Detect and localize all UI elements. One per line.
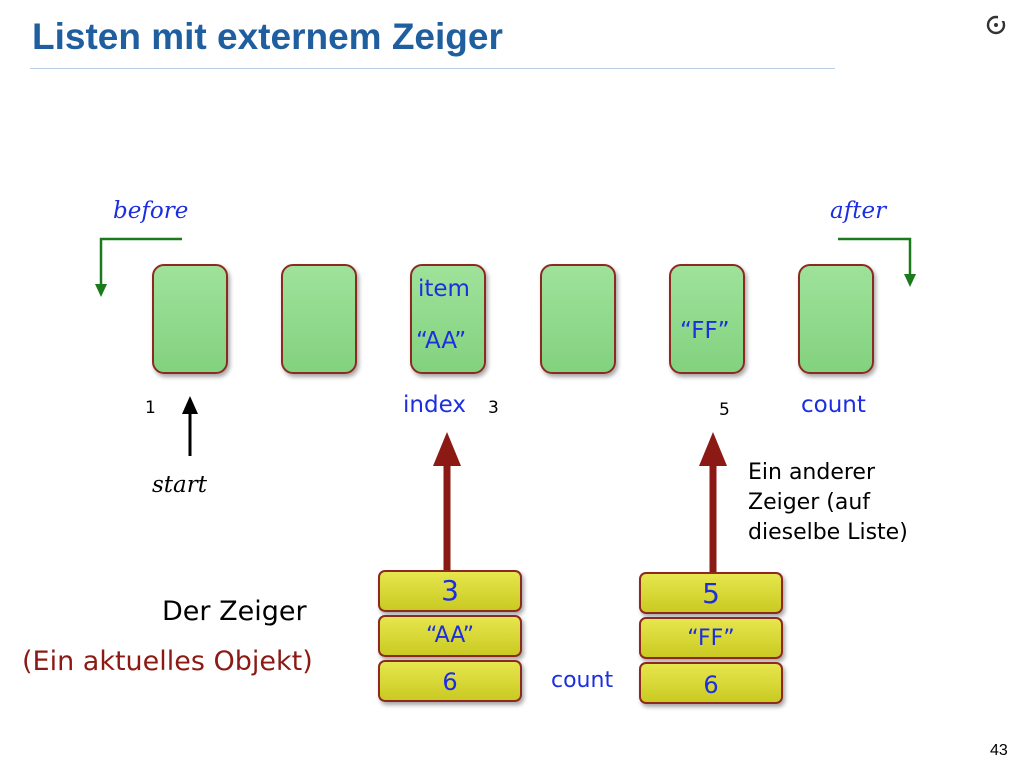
start-arrow-head <box>182 396 198 414</box>
cursor-left-item: “AA” <box>426 623 474 648</box>
eth-logo-icon <box>986 14 1006 35</box>
before-arrow <box>99 237 182 286</box>
pointer-title: Der Zeiger <box>162 596 307 627</box>
other-pointer-line-2: Zeiger (auf <box>748 490 871 515</box>
list-cell-3 <box>410 264 486 374</box>
ff-value: “FF” <box>680 318 730 344</box>
cursor-left-index-box: 3 <box>378 570 522 612</box>
count-bottom-label: count <box>551 668 614 693</box>
list-cell-6 <box>798 264 874 374</box>
cursor-right-count: 6 <box>703 671 719 699</box>
before-arrow-head <box>95 284 107 297</box>
position-1-label: 1 <box>145 398 156 418</box>
cursor-right-item-box: “FF” <box>639 617 783 659</box>
after-arrow-head <box>904 274 916 287</box>
other-pointer-line-1: Ein anderer <box>748 460 876 485</box>
cursor-left-count-box: 6 <box>378 660 522 702</box>
cursor-right-count-box: 6 <box>639 662 783 704</box>
slide-title: Listen mit externem Zeiger <box>32 16 503 57</box>
cursor-right-index-box: 5 <box>639 572 783 614</box>
list-cell-4 <box>540 264 616 374</box>
cursor-left-item-box: “AA” <box>378 615 522 657</box>
cursor-right-item: “FF” <box>687 626 735 651</box>
cursor-right-arrow-head <box>699 432 727 466</box>
count-label: count <box>801 392 866 418</box>
other-pointer-note: Ein anderer Zeiger (auf dieselbe Liste) <box>748 458 908 548</box>
after-label: after <box>830 198 887 224</box>
position-5-label: 5 <box>719 400 730 420</box>
before-label: before <box>113 198 189 224</box>
list-cell-5 <box>669 264 745 374</box>
cursor-left-count: 6 <box>442 668 458 696</box>
cursor-left-index: 3 <box>441 574 459 607</box>
index-label: index <box>403 392 466 418</box>
item-label: item <box>418 276 470 302</box>
item-value: “AA” <box>416 328 467 354</box>
after-arrow <box>838 237 912 276</box>
pointer-subtitle: (Ein aktuelles Objekt) <box>22 646 313 677</box>
cursor-right-index: 5 <box>702 577 720 610</box>
list-cell-1 <box>152 264 228 374</box>
title-divider <box>30 68 835 69</box>
start-label: start <box>152 472 207 498</box>
other-pointer-line-3: dieselbe Liste) <box>748 520 908 545</box>
cursor-left-arrow-head <box>433 432 461 466</box>
position-3-label: 3 <box>488 398 499 418</box>
page-number: 43 <box>990 742 1008 759</box>
list-cell-2 <box>281 264 357 374</box>
